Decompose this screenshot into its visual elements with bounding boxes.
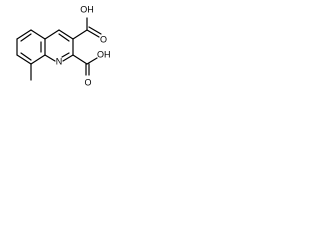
bond-c3-cooh-top [72,29,88,40]
bond-c4a-c4 [44,29,60,40]
bond-c6-c5 [30,29,46,40]
o-bottom-label: O [84,77,91,87]
bond-c4a-c8a [30,54,46,65]
oh-bottom-label: OH [97,49,111,59]
chemical-structure: OH O OH O N [16,4,111,87]
bonds [16,17,102,81]
bond-c8a-c8 [16,54,32,65]
bond-c4-c3-inner [58,33,70,42]
bond-c8a-c8-inner [20,52,32,61]
bond-cooh-top-o-a [86,29,100,38]
bond-c7-c6 [16,29,32,40]
bond-c2-cooh-bottom [72,54,88,65]
atom-labels: OH O OH O N [56,4,111,87]
bond-cooh-bottom-oh [86,57,98,65]
oh-top-label: OH [80,4,94,14]
bond-c4-c3 [58,29,74,40]
bond-c7-c6-inner [20,33,32,42]
n-ring-label: N [56,56,63,66]
o-top-label: O [100,34,107,44]
bond-c2-n [62,54,74,62]
bond-c2-n-inner [61,52,70,58]
bond-cooh-top-o-b [88,26,102,35]
bond-n-c8a [44,54,56,62]
